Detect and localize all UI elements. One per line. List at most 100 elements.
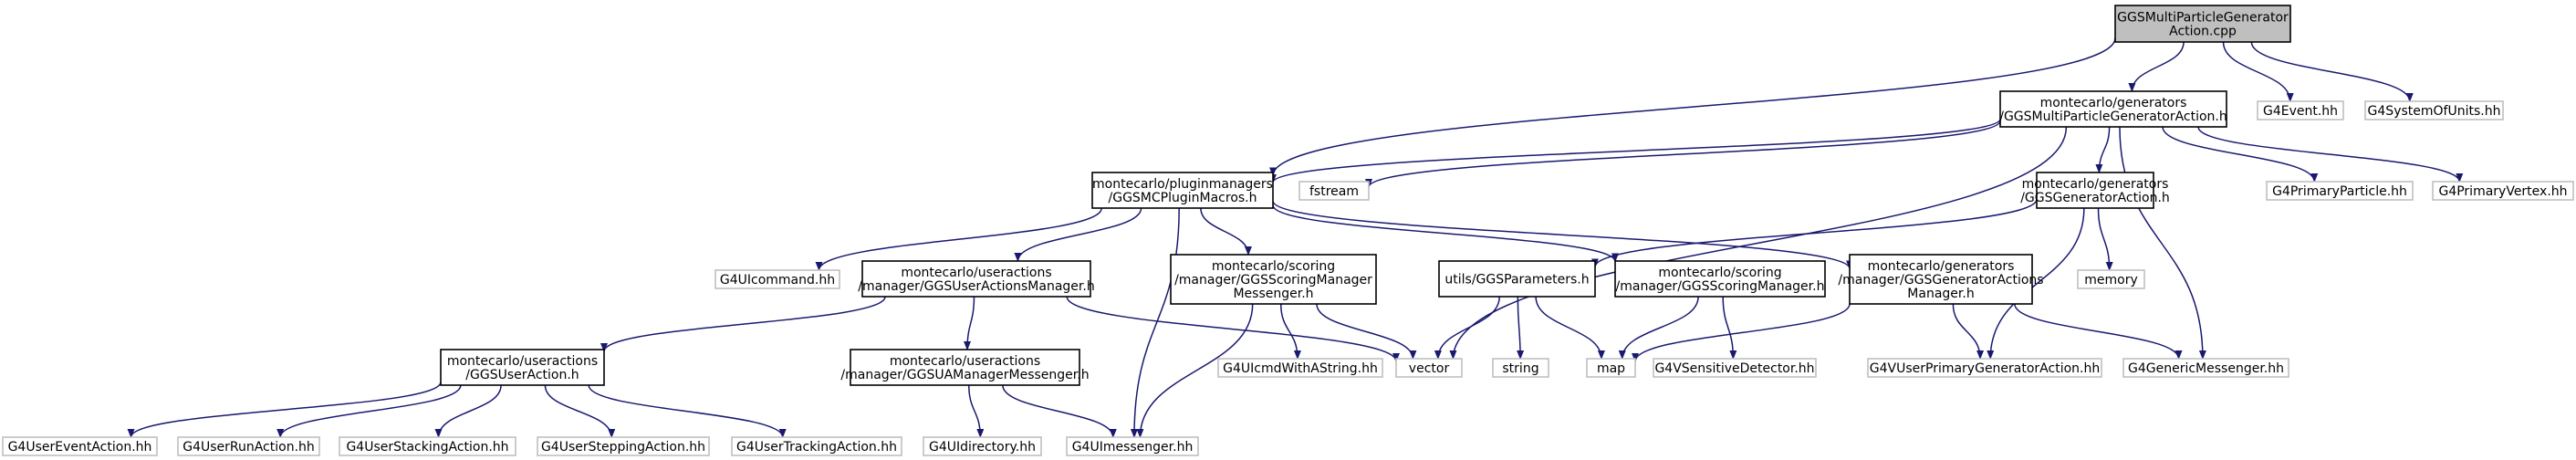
node-label-line: G4UIcommand.hh	[720, 273, 835, 288]
node-g4uicommand[interactable]: G4UIcommand.hh	[714, 269, 840, 289]
node-g4sysunits[interactable]: G4SystemOfUnits.hh	[2364, 100, 2504, 120]
node-root: GGSMultiParticleGeneratorAction.cpp	[2114, 5, 2291, 43]
node-g4primparticle[interactable]: G4PrimaryParticle.hh	[2266, 181, 2414, 201]
node-label-line: G4UserSteppingAction.hh	[541, 440, 705, 455]
node-box	[923, 436, 1042, 456]
edge-gen_actions_manager-to-g4genericmessenger	[2014, 303, 2183, 360]
node-box	[850, 349, 1080, 386]
node-label-line: /manager/GGSScoringManager	[1174, 273, 1372, 288]
node-label-line: montecarlo/pluginmanagers	[1092, 177, 1273, 192]
edge-plugin_macros-to-gen_actions_manager	[1272, 200, 1853, 270]
node-box	[1849, 254, 2033, 305]
node-g4uidirectory[interactable]: G4UIdirectory.hh	[923, 436, 1042, 456]
node-box	[2036, 172, 2154, 209]
edge-user_action-to-g4usertrackingaction	[588, 384, 787, 438]
node-box	[1999, 90, 2227, 128]
node-gen-action[interactable]: montecarlo/generators/GGSGeneratorAction…	[2020, 172, 2170, 209]
node-plugin-macros[interactable]: montecarlo/pluginmanagers/GGSMCPluginMac…	[1091, 172, 1274, 209]
node-g4usertrackingaction[interactable]: G4UserTrackingAction.hh	[731, 436, 902, 456]
node-label-line: montecarlo/useractions	[447, 354, 598, 369]
edge-ua_manager-to-vector	[1066, 296, 1400, 362]
edge-uam_messenger-to-g4uimessenger	[1002, 384, 1117, 438]
node-box	[1867, 358, 2102, 378]
edge-scoring_messenger-to-g4uicmdwithastring	[1279, 303, 1301, 360]
node-g4vsensdet[interactable]: G4VSensitiveDetector.hh	[1653, 358, 1817, 378]
node-label-line: G4Event.hh	[2263, 104, 2338, 119]
node-label-line: G4PrimaryVertex.hh	[2438, 184, 2567, 199]
edge-gen_actions_manager-to-g4vuserprimgen	[1952, 303, 1985, 360]
node-g4event[interactable]: G4Event.hh	[2257, 100, 2344, 120]
node-label-line: utils/GGSParameters.h	[1444, 273, 1589, 288]
node-ua-manager[interactable]: montecarlo/useractions/manager/GGSUserAc…	[858, 260, 1095, 298]
node-user-action[interactable]: montecarlo/useractions/GGSUserAction.h	[440, 349, 605, 386]
node-box	[1091, 172, 1274, 209]
node-box	[537, 436, 710, 456]
node-gen-multi[interactable]: montecarlo/generators/GGSMultiParticleGe…	[1999, 90, 2227, 128]
node-map[interactable]: map	[1586, 358, 1636, 378]
node-box	[714, 269, 840, 289]
node-label-line: /manager/GGSGeneratorActions	[1838, 273, 2043, 288]
node-g4uimessenger[interactable]: G4UImessenger.hh	[1066, 436, 1199, 456]
node-scoring-manager[interactable]: montecarlo/scoring/manager/GGSScoringMan…	[1614, 260, 1826, 298]
node-fstream[interactable]: fstream	[1298, 181, 1370, 201]
node-box	[1438, 260, 1596, 298]
edge-scoring_manager-to-map	[1618, 296, 1699, 360]
node-ggs-params[interactable]: utils/GGSParameters.h	[1438, 260, 1596, 298]
node-box	[2, 436, 158, 456]
node-g4userrunaction[interactable]: G4UserRunAction.hh	[177, 436, 320, 456]
node-string[interactable]: string	[1492, 358, 1549, 378]
node-box	[440, 349, 605, 386]
node-box	[2077, 269, 2145, 289]
node-gen-actions-manager[interactable]: montecarlo/generators/manager/GGSGenerat…	[1838, 254, 2044, 305]
node-box	[1298, 181, 1370, 201]
edge-gen_multi-to-g4primparticle	[2162, 126, 2319, 183]
node-label-line: G4VUserPrimaryGeneratorAction.hh	[1870, 361, 2100, 376]
edge-ggs_params-to-map	[1535, 296, 1605, 360]
node-box	[1217, 358, 1383, 378]
node-g4userstackingaction[interactable]: G4UserStackingAction.hh	[339, 436, 516, 456]
node-label-line: montecarlo/scoring	[1658, 266, 1781, 280]
node-g4genericmessenger[interactable]: G4GenericMessenger.hh	[2122, 358, 2289, 378]
node-box	[2122, 358, 2289, 378]
edge-plugin_macros-to-ua_manager	[1014, 207, 1142, 262]
node-memory[interactable]: memory	[2077, 269, 2145, 289]
node-box	[1492, 358, 1549, 378]
edge-gen_multi-to-vector	[1449, 126, 2068, 360]
node-uam-messenger[interactable]: montecarlo/useractions/manager/GGSUAMana…	[840, 349, 1090, 386]
node-g4primvertex[interactable]: G4PrimaryVertex.hh	[2432, 181, 2574, 201]
node-g4usereventaction[interactable]: G4UserEventAction.hh	[2, 436, 158, 456]
node-g4usersteppingaction[interactable]: G4UserSteppingAction.hh	[537, 436, 710, 456]
edge-scoring_messenger-to-vector	[1316, 303, 1417, 360]
node-label-line: G4UserStackingAction.hh	[346, 440, 508, 455]
edge-scoring_messenger-to-g4uimessenger	[1136, 303, 1254, 438]
node-g4uicmdwithastring[interactable]: G4UIcmdWithAString.hh	[1217, 358, 1383, 378]
node-box	[2432, 181, 2574, 201]
edge-user_action-to-g4userstackingaction	[434, 384, 502, 438]
node-label-line: G4GenericMessenger.hh	[2128, 361, 2284, 376]
node-box	[861, 260, 1091, 298]
node-label-line: /GGSMultiParticleGeneratorAction.h	[1999, 110, 2227, 124]
node-box	[339, 436, 516, 456]
edge-gen_action-to-memory	[2097, 207, 2113, 271]
node-box	[1066, 436, 1199, 456]
edge-root-to-plugin_macros	[1269, 37, 2116, 177]
node-label-line: Messenger.h	[1233, 287, 1313, 301]
edge-ua_manager-to-uam_messenger	[964, 296, 975, 350]
node-label-line: G4PrimaryParticle.hh	[2272, 184, 2407, 199]
node-g4vuserprimgen[interactable]: G4VUserPrimaryGeneratorAction.hh	[1867, 358, 2102, 378]
node-label-line: /GGSUserAction.h	[465, 368, 579, 382]
node-label-line: G4UserRunAction.hh	[183, 440, 315, 455]
node-label-line: montecarlo/generators	[2022, 177, 2169, 192]
nodes-layer: GGSMultiParticleGeneratorAction.cpp monte…	[2, 5, 2574, 456]
node-vector[interactable]: vector	[1395, 358, 1463, 378]
edge-gen_multi-to-g4genericmessenger	[2119, 126, 2206, 360]
node-label-line: Action.cpp	[2169, 25, 2237, 39]
node-scoring-messenger[interactable]: montecarlo/scoring/manager/GGSScoringMan…	[1170, 254, 1377, 305]
node-box	[731, 436, 902, 456]
edge-gen_actions_manager-to-map	[1632, 303, 1851, 362]
node-box	[2266, 181, 2414, 201]
edge-root-to-g4sysunits	[2250, 41, 2414, 102]
node-label-line: fstream	[1309, 184, 1359, 199]
node-label-line: G4UIcmdWithAString.hh	[1223, 361, 1378, 376]
